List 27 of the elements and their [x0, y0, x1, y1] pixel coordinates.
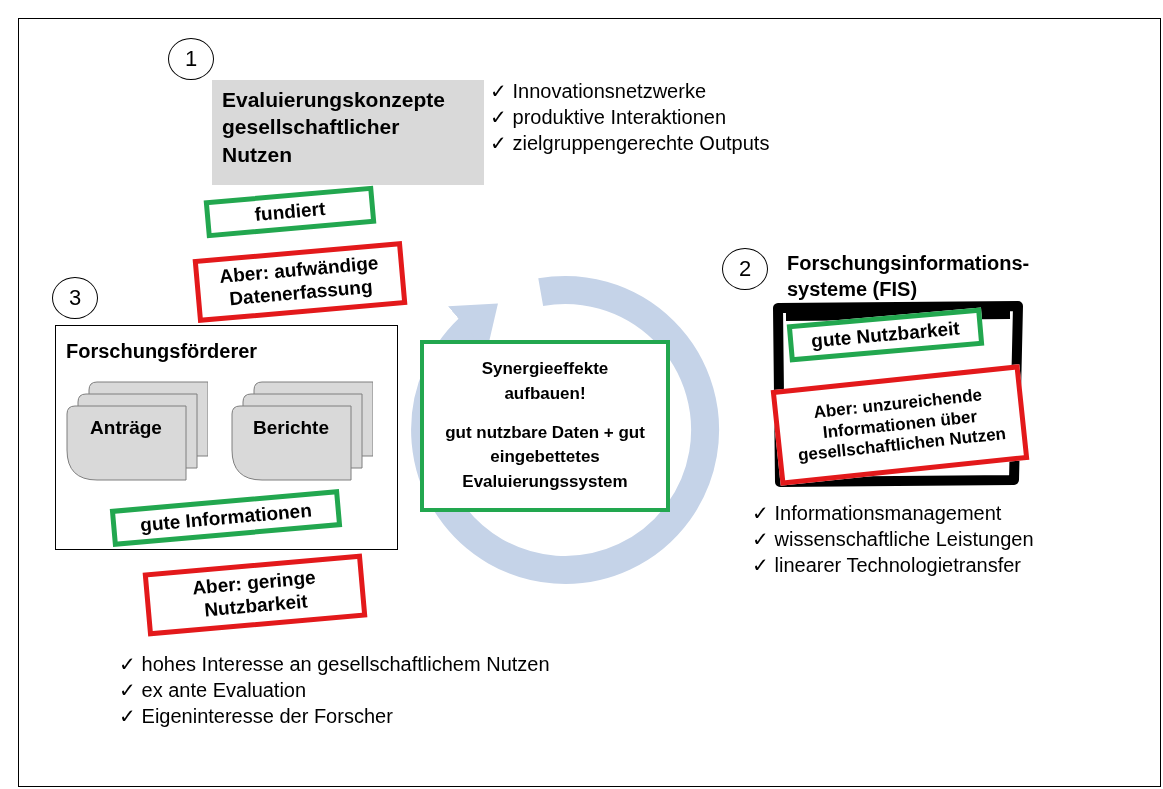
- document-stack: [231, 381, 373, 481]
- strength-label: fundiert: [203, 185, 377, 239]
- checklist-item: ✓ linearer Technologietransfer: [752, 553, 1022, 578]
- checklist-item: ✓ ex ante Evaluation: [119, 678, 308, 703]
- checklist-item: ✓ wissenschaftliche Leistungen: [752, 527, 1035, 552]
- section-heading: Forschungsinformations- systeme (FIS): [787, 251, 1031, 302]
- document-title: Berichte: [252, 417, 330, 439]
- card-title: Evaluierungskonzepte gesellschaftlicher Nutzen: [221, 87, 446, 168]
- checklist-item: ✓ Eigeninteresse der Forscher: [119, 704, 394, 729]
- step-number: 2: [722, 248, 768, 290]
- step-number: 1: [168, 38, 214, 80]
- step-number: 3: [52, 277, 98, 319]
- panel-title: Forschungsförderer: [66, 340, 258, 363]
- document-title: Anträge: [89, 417, 163, 439]
- document-stack: [66, 381, 208, 481]
- panel-text: gut nutzbare Daten + gut eingebettetes Evaluierungssystem: [445, 421, 645, 493]
- synergy-panel: [420, 340, 670, 512]
- weakness-label: Aber: aufwändige Datenerfassung: [192, 240, 408, 324]
- checklist-item: ✓ Informationsmanagement: [752, 501, 1003, 526]
- checklist-item: ✓ zielgruppengerechte Outputs: [490, 131, 771, 156]
- weakness-label: Aber: geringe Nutzbarkeit: [142, 553, 368, 637]
- strength-label: gute Informationen: [109, 489, 343, 547]
- weakness-label: Aber: unzureichende Informationen über gesellschaftlichen Nutzen: [770, 364, 1030, 486]
- checklist-item: ✓ hohes Interesse an gesellschaftlichem Nutzen: [119, 652, 551, 677]
- checklist-item: ✓ produktive Interaktionen: [490, 105, 728, 130]
- panel-heading: Synergieeffekte aufbauen!: [480, 358, 610, 406]
- checklist-item: ✓ Innovationsnetzwerke: [490, 79, 707, 104]
